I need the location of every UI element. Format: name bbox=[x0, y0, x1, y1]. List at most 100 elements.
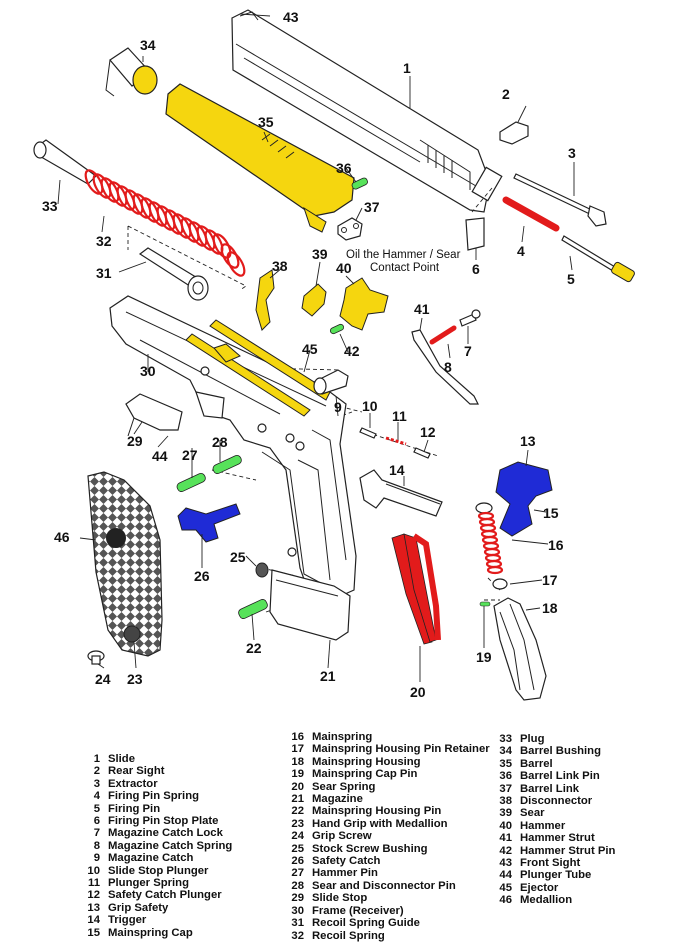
mainspring-housing-pin-part bbox=[238, 599, 268, 619]
callout-38: 38 bbox=[272, 258, 288, 274]
callout-numbers: 1 2 3 4 5 6 7 8 9 10 11 12 13 14 15 16 1… bbox=[42, 9, 576, 700]
hand-grip-part bbox=[87, 471, 163, 657]
barrel-link-pin-part bbox=[351, 177, 368, 190]
callout-9: 9 bbox=[334, 399, 342, 415]
mainspring-part bbox=[477, 511, 504, 575]
callout-11: 11 bbox=[392, 408, 407, 424]
callout-45: 45 bbox=[302, 341, 318, 357]
mainspring-housing-part bbox=[493, 597, 547, 701]
callout-14: 14 bbox=[389, 462, 405, 478]
callout-32: 32 bbox=[96, 233, 112, 249]
callout-28: 28 bbox=[212, 434, 228, 450]
stock-screw-bushing-part bbox=[255, 562, 269, 578]
plunger-spring-part bbox=[385, 436, 407, 446]
callout-37: 37 bbox=[364, 199, 380, 215]
callout-25: 25 bbox=[230, 549, 246, 565]
slide-part bbox=[231, 9, 503, 213]
callout-7: 7 bbox=[464, 343, 472, 359]
callout-15: 15 bbox=[543, 505, 559, 521]
callout-4: 4 bbox=[517, 243, 525, 259]
callout-13: 13 bbox=[520, 433, 536, 449]
callout-26: 26 bbox=[194, 568, 210, 584]
callout-20: 20 bbox=[410, 684, 426, 700]
callout-18: 18 bbox=[542, 600, 558, 616]
callout-3: 3 bbox=[568, 145, 576, 161]
callout-42: 42 bbox=[344, 343, 360, 359]
callout-17: 17 bbox=[542, 572, 558, 588]
plunger-tube-part bbox=[185, 333, 311, 417]
callout-27: 27 bbox=[182, 447, 198, 463]
exploded-diagram: 1 2 3 4 5 6 7 8 9 10 11 12 13 14 15 16 1… bbox=[33, 9, 635, 701]
oil-note-line2: Contact Point bbox=[370, 262, 440, 274]
callout-41: 41 bbox=[414, 301, 430, 317]
magazine-catch-lock-part bbox=[459, 309, 481, 327]
leader-lines bbox=[57, 56, 575, 682]
magazine-part bbox=[269, 569, 351, 641]
callout-19: 19 bbox=[476, 649, 492, 665]
callout-8: 8 bbox=[444, 359, 452, 375]
sear-part bbox=[301, 283, 327, 317]
oil-note-line1: Oil the Hammer / Sear bbox=[346, 249, 461, 261]
callout-36: 36 bbox=[336, 160, 352, 176]
callout-1: 1 bbox=[403, 60, 411, 76]
rear-sight-part bbox=[499, 121, 529, 145]
callout-30: 30 bbox=[140, 363, 156, 379]
recoil-spring-guide-part bbox=[138, 247, 209, 301]
barrel-bushing-part bbox=[105, 47, 158, 97]
callout-31: 31 bbox=[96, 265, 112, 281]
callout-46: 46 bbox=[54, 529, 70, 545]
trigger-part bbox=[359, 469, 443, 517]
firing-pin-stop-plate-part bbox=[465, 217, 485, 251]
mainspring-cap-part bbox=[475, 502, 493, 514]
ejector-part bbox=[209, 319, 331, 401]
callout-12: 12 bbox=[420, 424, 436, 440]
callout-34: 34 bbox=[140, 37, 156, 53]
hammer-part bbox=[339, 277, 389, 331]
plug-part bbox=[33, 139, 97, 185]
sear-spring-part bbox=[391, 533, 441, 645]
disconnector-part bbox=[255, 269, 275, 331]
callout-5: 5 bbox=[567, 271, 575, 287]
callout-24: 24 bbox=[95, 671, 111, 687]
grip-safety-part bbox=[495, 461, 553, 537]
callout-40: 40 bbox=[336, 260, 352, 276]
barrel-link-part bbox=[337, 217, 363, 241]
medallion-part bbox=[106, 528, 126, 548]
